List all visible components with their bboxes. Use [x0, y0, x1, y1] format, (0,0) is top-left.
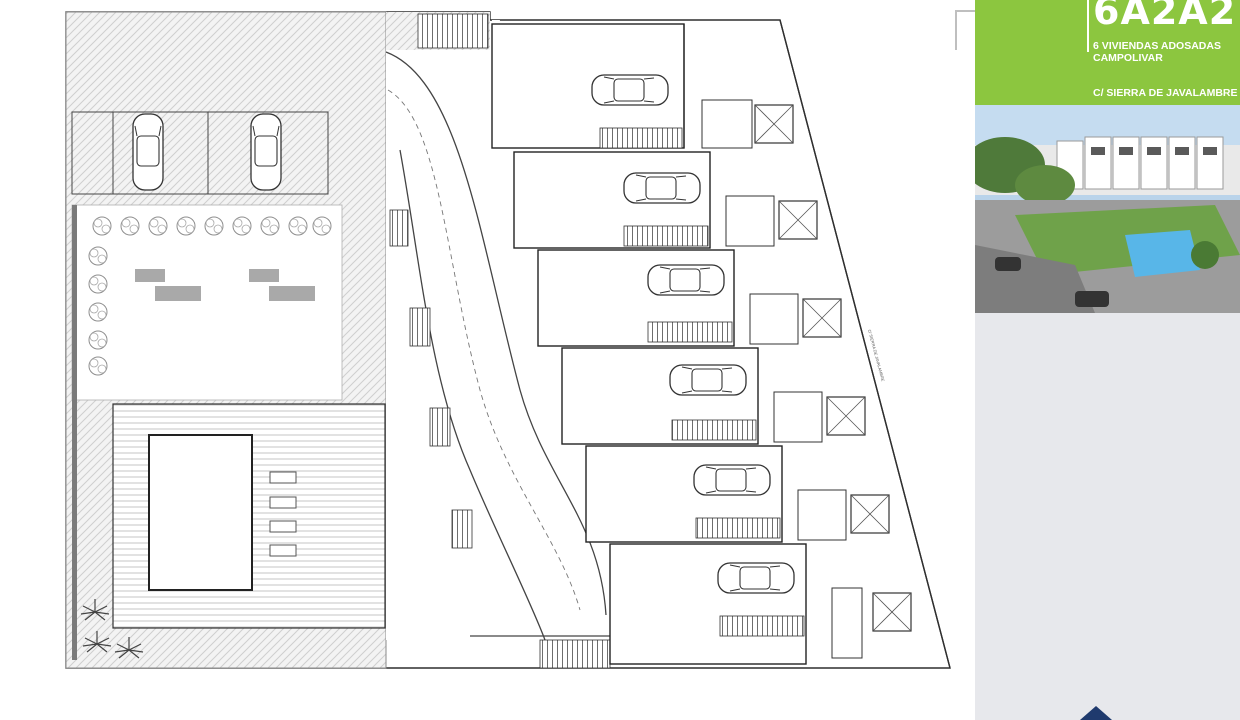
house-2 [513, 151, 818, 249]
ramp-stairs [389, 13, 611, 669]
house-6 [609, 543, 912, 665]
sunbeds [269, 471, 297, 557]
house-4 [561, 347, 866, 445]
decorative-line [955, 10, 957, 50]
parking-strip [71, 111, 329, 195]
car-icon [717, 562, 795, 594]
site-plan: C/ SIERRA DE JAVALAMBRE [65, 11, 951, 669]
car-icon [623, 172, 701, 204]
subtitle-line-2: CAMPOLIVAR [1093, 52, 1163, 64]
swimming-pool [148, 434, 253, 591]
hedge [72, 205, 77, 660]
car-icon [250, 113, 282, 191]
car-icon [591, 74, 669, 106]
development-photo [975, 105, 1240, 313]
decorative-line [955, 10, 981, 12]
garden [71, 204, 343, 401]
brand-banner: 6A2A2 6 VIVIENDAS ADOSADAS CAMPOLIVAR C/… [975, 0, 1240, 105]
ramp-centerline [387, 89, 581, 611]
car-icon [693, 464, 771, 496]
subtitle-line-1: 6 VIVIENDAS ADOSADAS [1093, 40, 1221, 52]
house-3 [537, 249, 842, 347]
brand-logo-icon [1080, 706, 1112, 720]
project-code: 6A2A2 [1093, 0, 1237, 33]
car-icon [647, 264, 725, 296]
street-name: C/ SIERRA DE JAVALAMBRE [1093, 87, 1238, 99]
car-icon [132, 113, 164, 191]
brand-divider [1087, 0, 1089, 52]
car-icon [669, 364, 747, 396]
loungers [135, 269, 315, 301]
house-5 [585, 445, 890, 543]
project-subtitle: 6 VIVIENDAS ADOSADAS CAMPOLIVAR [1093, 40, 1221, 64]
house-1 [491, 23, 794, 149]
